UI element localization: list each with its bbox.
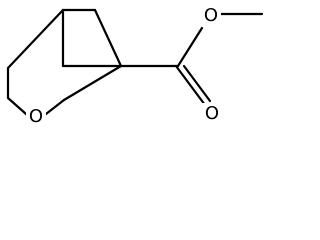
bond-c6-c5: [93, 8, 123, 68]
ester-oxygen-label: O: [204, 5, 218, 26]
ring-oxygen-mask: [26, 106, 46, 126]
carbonyl-oxygen-mask: [202, 103, 222, 123]
ring-oxygen-label: O: [29, 106, 43, 127]
bond-ring-o-c4: [44, 98, 66, 116]
bond-carbonyl-c-ester-o: [176, 26, 204, 68]
ester-oxygen-mask: [201, 5, 221, 25]
chemical-structure-canvas: O O O: [0, 0, 274, 134]
bond-carbonyl-double-1: [174, 64, 207, 107]
bond-c3-ring-o: [6, 96, 28, 116]
carbonyl-oxygen-label: O: [205, 103, 219, 124]
bicyclic-ester-structure: O O O: [6, 5, 264, 127]
bond-c1-c2: [6, 8, 65, 70]
bond-c4-c5: [62, 64, 123, 102]
bond-carbonyl-double-2: [182, 64, 212, 103]
